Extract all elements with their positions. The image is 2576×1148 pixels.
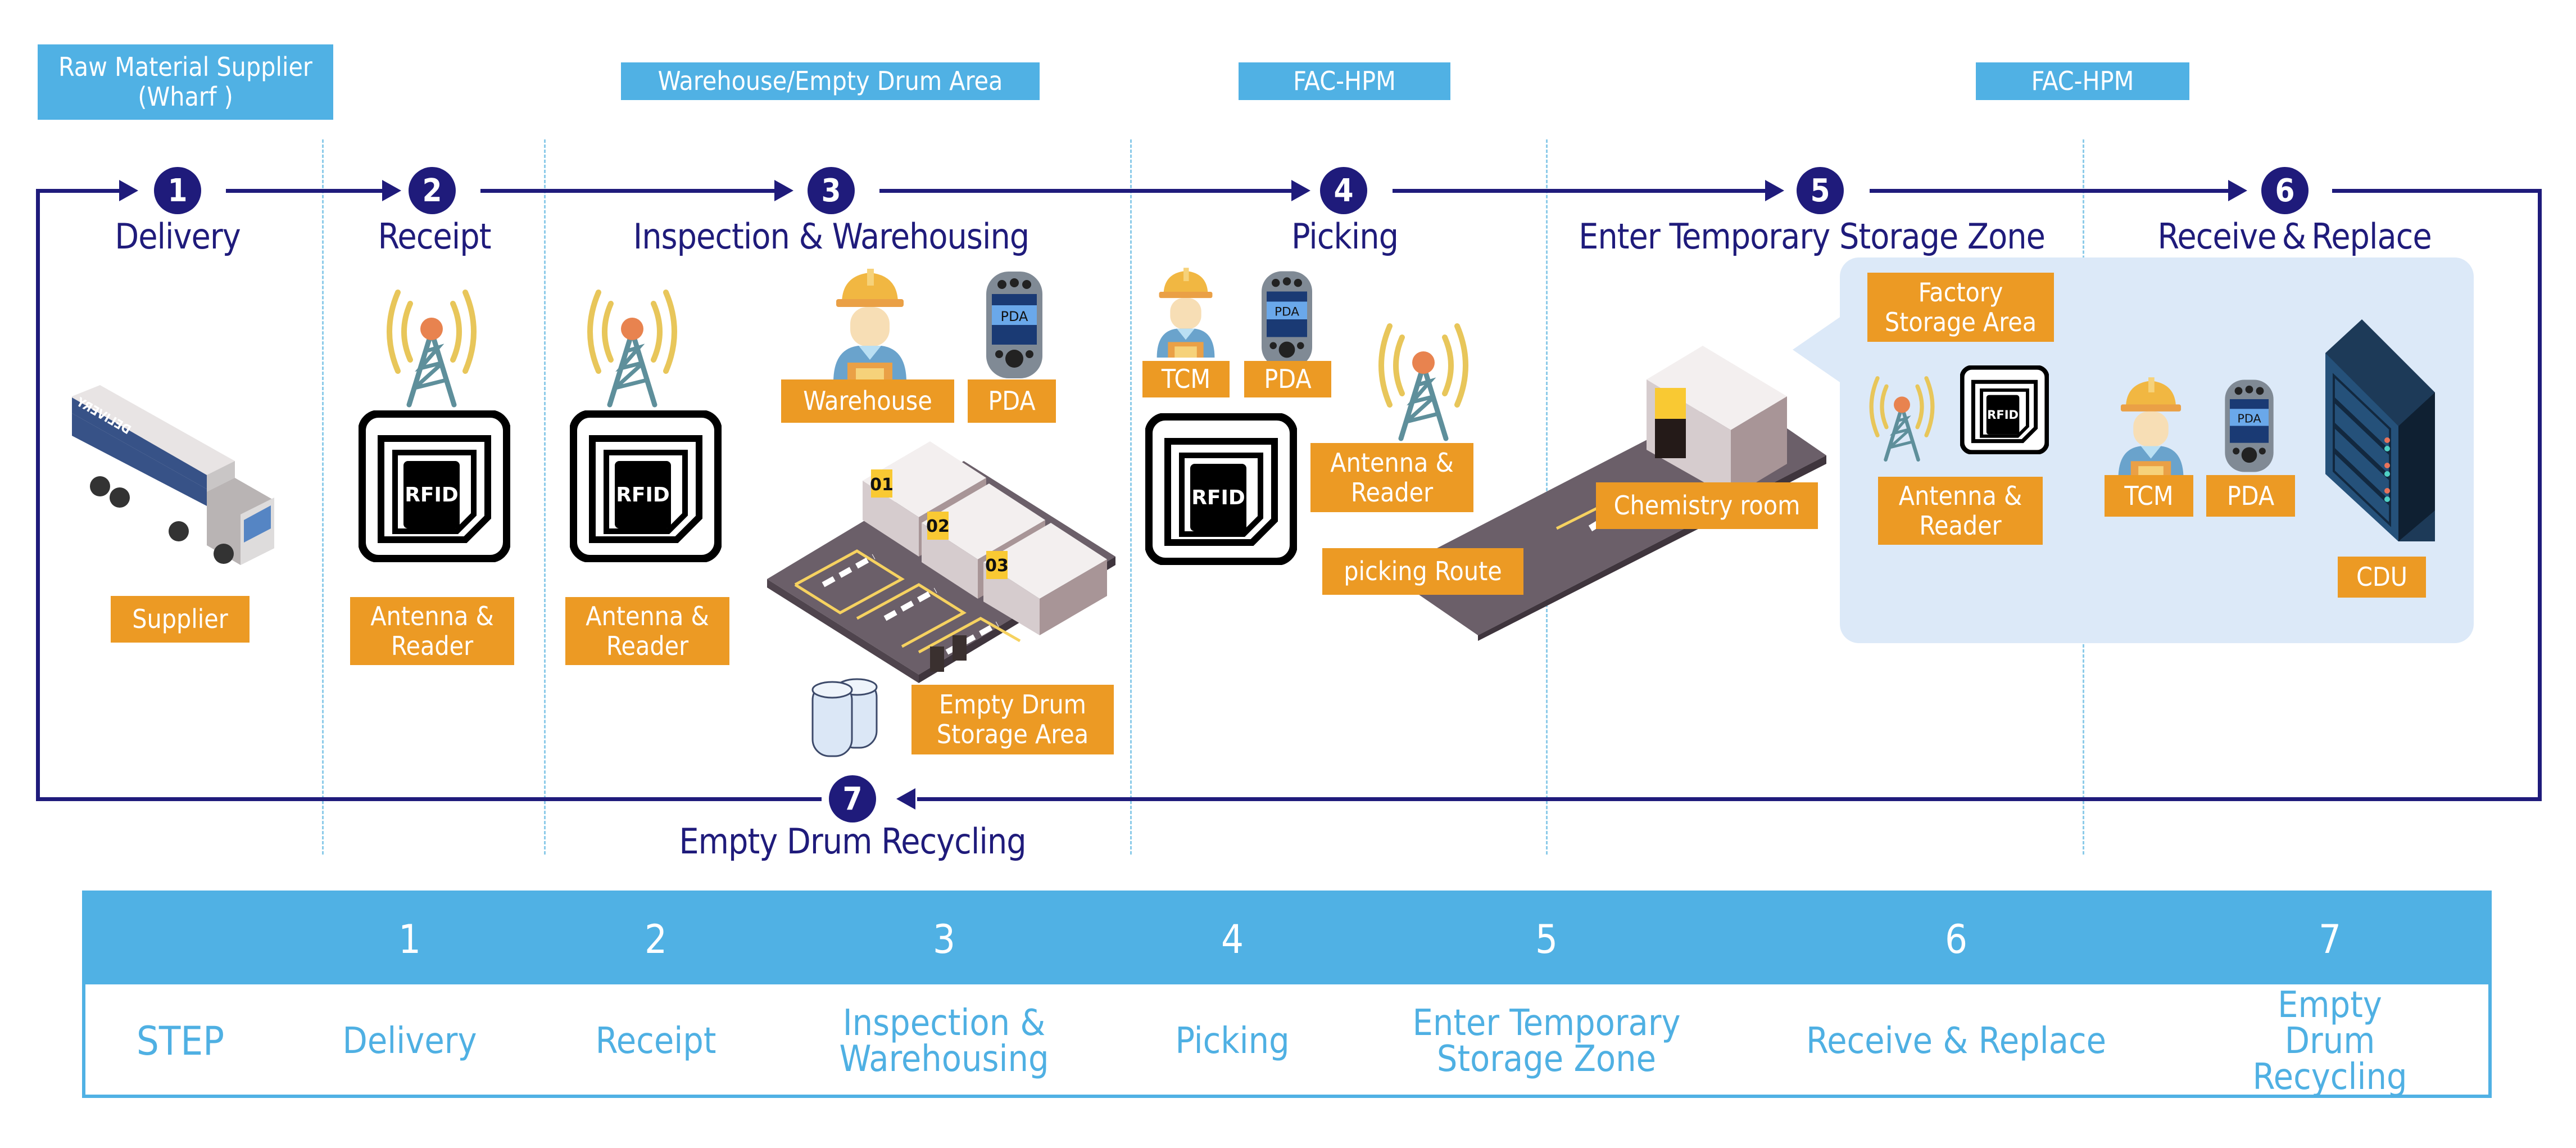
- table-step-name: Inspection & Warehousing: [839, 1002, 1049, 1080]
- antenna-tower-icon: [375, 275, 488, 410]
- tcm-worker-icon: [2118, 377, 2184, 479]
- zone-warehouse-empty-drum: Warehouse/Empty Drum Area: [621, 62, 1040, 100]
- svg-text:02: 02: [926, 517, 950, 536]
- loop-right-edge: [2538, 189, 2542, 801]
- table-step-number: 6: [1944, 916, 1968, 962]
- flow-segment: [36, 189, 120, 193]
- tcm-worker-icon: [1157, 268, 1215, 358]
- warehouse-building-icon: 01 02 03: [767, 441, 1115, 683]
- flow-arrow: [119, 180, 138, 201]
- step-summary-table: 1 2 3 4 5 6 7 STEP Delivery Receipt Insp…: [82, 891, 2492, 1098]
- factory-antenna-reader-label: Antenna & Reader: [1878, 477, 2043, 545]
- delivery-truck-icon: DELIVERY: [72, 385, 274, 565]
- table-row-header: STEP: [136, 1018, 225, 1064]
- factory-storage-area-label: Factory Storage Area: [1867, 273, 2054, 342]
- step-2-badge: 2: [409, 167, 456, 214]
- step-6-title: Receive & Replace: [2157, 216, 2432, 257]
- flow-segment: [879, 189, 1292, 193]
- zone-raw-material-supplier: Raw Material Supplier (Wharf ): [38, 44, 333, 120]
- table-step-number: 5: [1535, 916, 1558, 962]
- warehouse-label: Warehouse: [781, 379, 954, 423]
- table-step-name: Delivery: [342, 1020, 477, 1062]
- step-6-badge: 6: [2261, 167, 2309, 214]
- step-7-title: Empty Drum Recycling: [679, 821, 1026, 862]
- rfid-tag-icon: [570, 410, 722, 562]
- flow-arrow: [2228, 180, 2247, 201]
- flow-segment: [2332, 189, 2542, 193]
- rfid-tag-icon: [1145, 413, 1297, 565]
- chemistry-room-building-icon: [1647, 346, 1787, 498]
- panel-pointer: [1793, 315, 1843, 385]
- table-step-number: 3: [932, 916, 956, 962]
- table-step-number: 2: [644, 916, 668, 962]
- pda-device-icon: [986, 272, 1042, 378]
- cdu-label: CDU: [2338, 557, 2426, 598]
- picking-route-label: picking Route: [1322, 548, 1523, 595]
- pda-label-3: PDA: [2206, 475, 2295, 517]
- pda-device-icon: [1262, 271, 1312, 368]
- bay-sign: [871, 469, 892, 498]
- inspection-antenna-reader-label: Antenna & Reader: [565, 597, 729, 665]
- warehouse-worker-icon: [833, 269, 906, 382]
- table-step-number: 7: [2318, 916, 2342, 962]
- flow-segment: [226, 189, 383, 193]
- zone-divider: [322, 139, 324, 855]
- flow-arrow: [1291, 180, 1310, 201]
- tcm-label-2: TCM: [2105, 475, 2193, 517]
- pda-label-1: PDA: [968, 379, 1056, 423]
- flow-arrow: [774, 180, 793, 201]
- picking-antenna-reader-label: Antenna & Reader: [1310, 443, 1473, 512]
- receipt-antenna-reader-label: Antenna & Reader: [350, 597, 514, 665]
- rfid-tag-icon: [359, 410, 510, 562]
- step-3-badge: 3: [808, 167, 855, 214]
- table-step-name: Receipt: [595, 1020, 716, 1062]
- zone-fac-hpm-2: FAC-HPM: [1976, 62, 2189, 100]
- step-4-badge: 4: [1320, 167, 1367, 214]
- svg-text:03: 03: [985, 556, 1009, 576]
- table-header-row: [85, 894, 2488, 984]
- empty-drum-storage-label: Empty Drum Storage Area: [911, 685, 1114, 754]
- step-1-badge: 1: [154, 167, 201, 214]
- pda-device-icon: [2225, 379, 2274, 472]
- table-step-name: Receive & Replace: [1806, 1020, 2107, 1062]
- zone-divider: [544, 139, 546, 855]
- pda-label-2: PDA: [1244, 361, 1331, 397]
- table-step-name: Empty Drum Recycling: [2252, 984, 2407, 1098]
- empty-drum-icon: [811, 678, 878, 757]
- table-step-number: 1: [398, 916, 421, 962]
- loop-bottom-line: [36, 797, 2542, 801]
- flow-segment: [1393, 189, 1766, 193]
- flow-segment: [480, 189, 775, 193]
- step-5-badge: 5: [1797, 167, 1844, 214]
- antenna-tower-icon: [1861, 364, 1943, 465]
- flow-arrow-return: [896, 788, 915, 810]
- step-2-title: Receipt: [378, 216, 491, 257]
- zone-fac-hpm-1: FAC-HPM: [1239, 62, 1450, 100]
- rfid-tag-icon: [1960, 365, 2049, 454]
- svg-text:01: 01: [870, 475, 894, 495]
- table-step-name: Picking: [1175, 1020, 1290, 1062]
- chemistry-room-label: Chemistry room: [1596, 482, 1818, 529]
- table-step-number: 4: [1221, 916, 1244, 962]
- flow-segment: [1870, 189, 2229, 193]
- cdu-server-rack-icon: [2325, 319, 2435, 541]
- zone-divider: [1130, 139, 1132, 855]
- flow-arrow: [382, 180, 401, 201]
- step-7-badge: 7: [829, 775, 876, 822]
- flow-arrow: [1765, 180, 1784, 201]
- loop-left-edge: [36, 189, 40, 801]
- step-3-title: Inspection & Warehousing: [633, 216, 1030, 257]
- step-4-title: Picking: [1291, 216, 1399, 257]
- supplier-label: Supplier: [111, 596, 250, 643]
- antenna-tower-icon: [576, 275, 688, 410]
- step-1-title: Delivery: [115, 216, 241, 257]
- table-step-name: Enter Temporary Storage Zone: [1412, 1002, 1681, 1080]
- step-5-title: Enter Temporary Storage Zone: [1579, 216, 2046, 257]
- tcm-label-1: TCM: [1142, 361, 1230, 397]
